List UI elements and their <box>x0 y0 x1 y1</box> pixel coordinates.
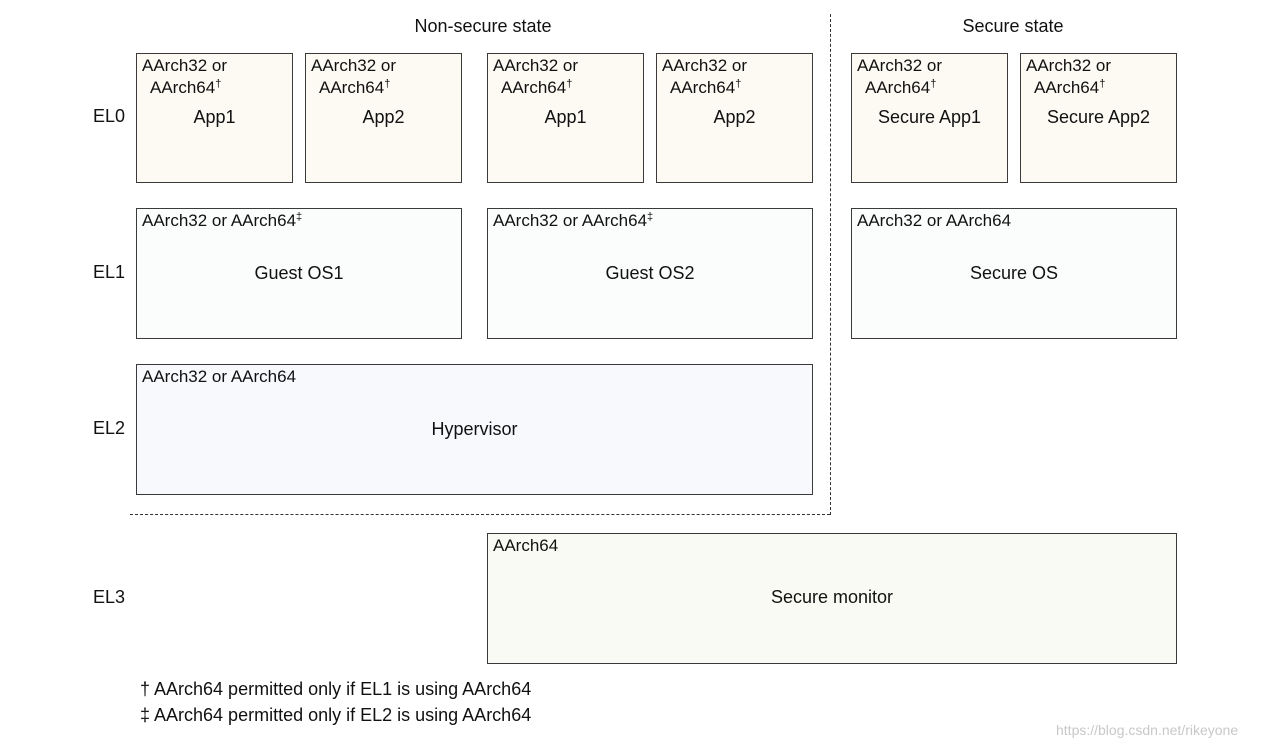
dagger-mark: † <box>215 78 222 90</box>
os-name: Guest OS2 <box>605 263 695 283</box>
footnote-double-dagger: ‡ AArch64 permitted only if EL2 is using… <box>140 705 532 725</box>
security-state-divider <box>830 14 831 515</box>
os-name: Guest OS1 <box>254 263 344 283</box>
dagger-mark: † <box>735 78 742 90</box>
el0-label: EL0 <box>93 106 126 126</box>
non-secure-state-header: Non-secure state <box>414 16 552 36</box>
dagger-mark: † <box>930 78 937 90</box>
monitor-name: Secure monitor <box>770 587 894 607</box>
el2-label: EL2 <box>93 418 126 438</box>
dagger-mark: † <box>566 78 573 90</box>
app-name: App1 <box>193 107 236 127</box>
app-name: App1 <box>544 107 587 127</box>
os-name: Secure OS <box>969 263 1059 283</box>
arch-label: AArch32 or AArch64 <box>142 367 297 386</box>
watermark: https://blog.csdn.net/rikeyone <box>1056 722 1239 738</box>
app-name: App2 <box>713 107 756 127</box>
arch-label: AArch64 <box>493 536 559 555</box>
el1-guest-os-box: AArch32 or AArch64‡ Guest OS1 <box>136 208 462 339</box>
arch-label: AArch32 or AArch64‡ <box>142 211 303 230</box>
footnote-dagger: † AArch64 permitted only if EL1 is using… <box>140 679 532 699</box>
el3-divider <box>130 514 830 515</box>
el3-secure-monitor-box: AArch64 Secure monitor <box>487 533 1177 664</box>
el1-label: EL1 <box>93 262 126 282</box>
dagger-mark: † <box>1099 78 1106 90</box>
el1-guest-os-box: AArch32 or AArch64‡ Guest OS2 <box>487 208 813 339</box>
el3-label: EL3 <box>93 587 126 607</box>
dagger-mark: † <box>384 78 391 90</box>
app-name: App2 <box>362 107 405 127</box>
hypervisor-name: Hypervisor <box>431 419 518 439</box>
arch-label: AArch32 or AArch64 <box>857 211 1012 230</box>
secure-state-header: Secure state <box>962 16 1064 36</box>
double-dagger-mark: ‡ <box>296 211 303 223</box>
app-name: Secure App2 <box>1046 107 1151 127</box>
el2-hypervisor-box: AArch32 or AArch64 Hypervisor <box>136 364 813 495</box>
double-dagger-mark: ‡ <box>647 211 654 223</box>
arch-label: AArch32 or AArch64‡ <box>493 211 654 230</box>
app-name: Secure App1 <box>877 107 982 127</box>
el1-secure-os-box: AArch32 or AArch64 Secure OS <box>851 208 1177 339</box>
